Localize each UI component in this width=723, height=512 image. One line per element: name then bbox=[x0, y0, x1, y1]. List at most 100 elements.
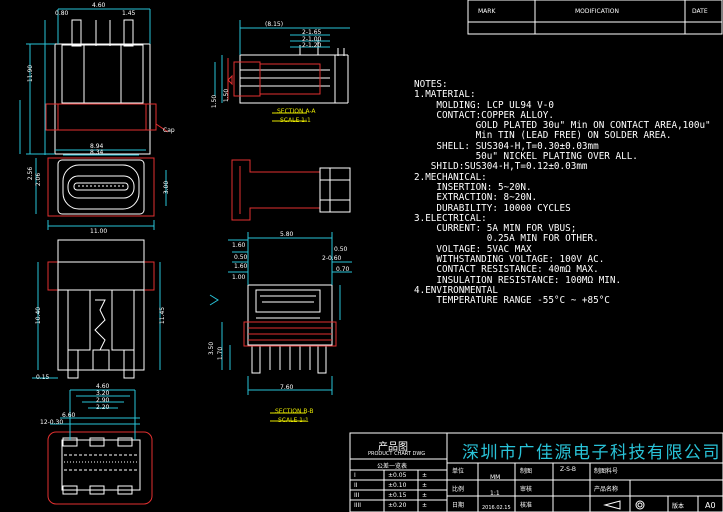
tol-angle-2: ± bbox=[422, 482, 428, 489]
dim-face-h2: 2.06 bbox=[35, 172, 43, 187]
tol-value-3: ±0.15 bbox=[388, 492, 407, 499]
dim-top-side: 1.45 bbox=[122, 10, 136, 17]
unit-value: MM bbox=[490, 474, 501, 481]
revision-modification-header: MODIFICATION bbox=[575, 8, 619, 15]
date-value: 2016.02.15 bbox=[482, 505, 511, 511]
checked-label: 审核 bbox=[520, 486, 533, 493]
notes-line: INSULATION RESISTANCE: 100MΩ MIN. bbox=[414, 274, 622, 286]
top-view bbox=[19, 8, 169, 155]
notes-line: 4.ENVIRONMENTAL bbox=[414, 284, 498, 296]
version-label: 版本 bbox=[672, 503, 685, 510]
revision-date-header: DATE bbox=[692, 8, 708, 15]
dim-sec-a-1: 2-1.65 bbox=[302, 29, 322, 36]
dim-pcb-f: 12-0.30 bbox=[40, 419, 64, 426]
tol-value-4: ±0.20 bbox=[388, 502, 407, 509]
dim-face-right: 3.00 bbox=[163, 180, 171, 195]
dim-face-inner: 8.34 bbox=[90, 149, 104, 156]
dim-sec-b-top: 5.80 bbox=[280, 231, 294, 238]
dim-sec-a-3: 2-1.20 bbox=[302, 42, 322, 49]
dim-face-outer: 8.94 bbox=[90, 143, 104, 150]
dim-sec-a-2: 2-1.00 bbox=[302, 36, 322, 43]
notes-line: DURABILITY: 10000 CYCLES bbox=[414, 202, 571, 214]
notes-line: CONTACT RESISTANCE: 40mΩ MAX. bbox=[414, 264, 599, 276]
dim-sec-b-l3: 1.60 bbox=[234, 263, 248, 270]
dim-top-width: 4.60 bbox=[92, 2, 106, 9]
tol-value-2: ±0.10 bbox=[388, 482, 407, 489]
notes-line: CONTACT:COPPER ALLOY. bbox=[414, 109, 554, 121]
tol-grade-3: III bbox=[354, 492, 360, 499]
notes-line: NOTES: bbox=[414, 79, 448, 90]
notes-line: GOLD PLATED 30u" Min ON CONTACT AREA,100… bbox=[414, 120, 711, 132]
notes-line: INSERTION: 5~20N. bbox=[414, 181, 532, 193]
dim-sec-b-bottom: 7.60 bbox=[280, 384, 294, 391]
notes-line: 50u" NICKEL PLATING OVER ALL. bbox=[414, 151, 638, 163]
dim-sec-a-h2: 1.50 bbox=[223, 88, 231, 103]
notes-line: CURRENT: 5A MIN FOR VBUS; bbox=[414, 223, 577, 235]
notes-line: TEMPERATURE RANGE -55°C ~ +85°C bbox=[414, 295, 610, 307]
section-a-view bbox=[214, 20, 350, 122]
dim-sec-b-l4: 1.00 bbox=[232, 274, 246, 281]
dim-sec-b-r3: 0.70 bbox=[336, 266, 350, 273]
dim-pcb-b: 3.20 bbox=[96, 390, 110, 397]
product-name-label: 产品名称 bbox=[594, 486, 619, 493]
dim-front-height: 10.40 bbox=[35, 306, 43, 325]
dim-face-h1: 2.56 bbox=[27, 166, 35, 181]
scale-value: 1:1 bbox=[490, 490, 500, 497]
section-b-scale: SCALE 1:1 bbox=[278, 417, 309, 424]
side-view bbox=[231, 159, 351, 221]
dim-height-top: 11.90 bbox=[27, 64, 35, 83]
drawing-title: 产品图 bbox=[378, 442, 408, 453]
notes-line: MOLDING: LCP UL94 V-0 bbox=[414, 99, 554, 111]
drawn-value: Z-S-B bbox=[560, 466, 577, 473]
company-name: 深圳市广佳源电子科技有限公司 bbox=[462, 443, 721, 463]
version-value: A0 bbox=[705, 501, 716, 510]
notes-line: EXTRACTION: 8~20N. bbox=[414, 192, 538, 204]
dim-pcb-d: 2.20 bbox=[96, 404, 110, 411]
notes-line: SHELL: SUS304-H,T=0.30±0.03mm bbox=[414, 140, 599, 152]
tol-grade-1: I bbox=[354, 472, 356, 479]
tol-value-1: ±0.05 bbox=[388, 472, 407, 479]
dim-pcb-tol: 0.15 bbox=[36, 374, 50, 381]
title-block bbox=[349, 432, 723, 512]
notes-block: NOTES:1.MATERIAL: MOLDING: LCP UL94 V-0 … bbox=[414, 79, 711, 307]
tol-angle-4: ± bbox=[422, 502, 428, 509]
dim-pcb-a: 4.60 bbox=[96, 383, 110, 390]
pcb-footprint bbox=[47, 389, 153, 505]
notes-line: 0.25A MIN FOR OTHER. bbox=[414, 233, 599, 245]
drawn-label: 制图 bbox=[520, 468, 533, 475]
face-view bbox=[35, 149, 167, 230]
drawing-title-en: PRODUCT CHART DWG bbox=[368, 451, 426, 457]
dim-sec-b-h1: 3.50 bbox=[208, 341, 216, 356]
section-b-label: SECTION B-B bbox=[275, 408, 314, 415]
tol-grade-4: IIII bbox=[354, 502, 362, 509]
dim-sec-b-r2: 2-0.60 bbox=[322, 255, 342, 262]
date-label: 日期 bbox=[452, 502, 465, 509]
drawing-no-label: 制图料号 bbox=[594, 468, 619, 475]
dim-sec-b-l2: 0.50 bbox=[234, 254, 248, 261]
dim-sec-b-r1: 0.50 bbox=[334, 246, 348, 253]
dim-sec-b-h2: 1.70 bbox=[217, 346, 225, 361]
notes-line: VOLTAGE: 5VAC MAX bbox=[414, 243, 532, 255]
approved-label: 核准 bbox=[520, 502, 533, 509]
front-elevation bbox=[32, 239, 161, 379]
notes-line: 3.ELECTRICAL: bbox=[414, 212, 487, 224]
dim-pcb-e: 6.60 bbox=[62, 412, 76, 419]
dim-bottom-width: 11.00 bbox=[90, 228, 108, 235]
scale-label: 比例 bbox=[452, 486, 465, 493]
tol-angle-1: ± bbox=[422, 472, 428, 479]
dim-top-half: 0.80 bbox=[55, 10, 69, 17]
section-a-label: SECTION A-A bbox=[277, 108, 316, 115]
dim-sec-a-top: (8.15) bbox=[265, 21, 284, 28]
section-a-scale: SCALE 1:1 bbox=[280, 117, 311, 124]
cap-label: Cap bbox=[163, 127, 175, 134]
notes-line: 2.MECHANICAL: bbox=[414, 171, 487, 183]
tol-grade-2: II bbox=[354, 482, 358, 489]
revision-mark-header: MARK bbox=[478, 8, 496, 15]
section-b-view bbox=[209, 232, 352, 422]
unit-label: 单位 bbox=[452, 468, 465, 475]
dim-pcb-c: 2.90 bbox=[96, 397, 110, 404]
notes-line: WITHSTANDING VOLTAGE: 100V AC. bbox=[414, 254, 605, 266]
notes-line: 1.MATERIAL: bbox=[414, 89, 476, 101]
dim-sec-b-l1: 1.60 bbox=[232, 242, 246, 249]
